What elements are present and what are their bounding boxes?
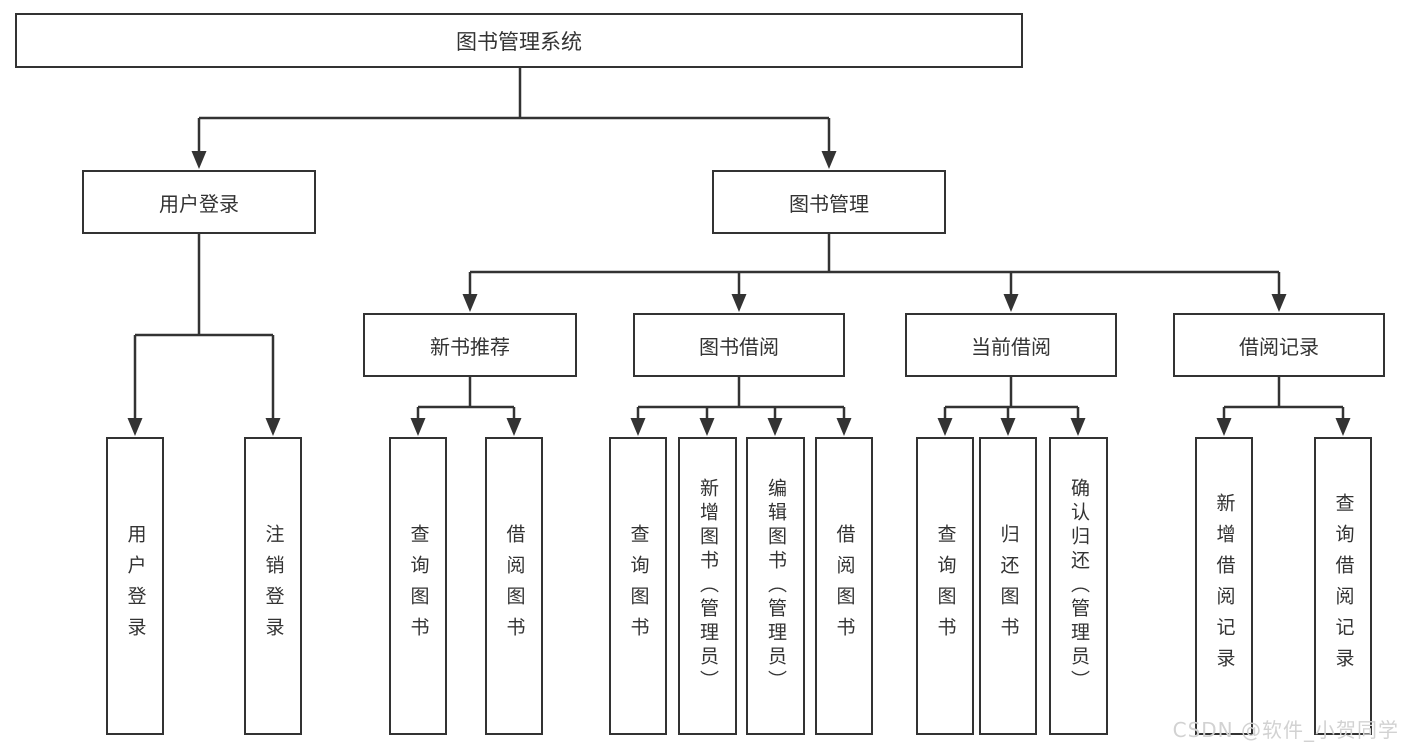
leaf-borrow-book: 借阅图书 — [485, 437, 543, 735]
arrowhead — [836, 418, 852, 436]
arrowhead — [265, 418, 281, 436]
arrowhead — [937, 418, 953, 436]
node-label: 查询图书 — [627, 524, 650, 648]
arrowhead — [1003, 294, 1019, 312]
node-label: 查询借阅记录 — [1332, 493, 1355, 679]
node-label: 借阅图书 — [503, 524, 526, 648]
node-label: 图书管理 — [789, 191, 869, 216]
arrowhead — [821, 151, 837, 169]
node-label: 借阅记录 — [1239, 334, 1319, 359]
node-label: 查询图书 — [407, 524, 430, 648]
leaf-query-borrow-record: 查询借阅记录 — [1314, 437, 1372, 735]
leaf-borrow-book: 借阅图书 — [815, 437, 873, 735]
node-label: 图书管理系统 — [456, 29, 582, 54]
node-label: 用户登录 — [159, 191, 239, 216]
node-label: 借阅图书 — [833, 524, 856, 648]
root-to-level2-lines — [197, 68, 831, 163]
leaf-user-login: 用户登录 — [106, 437, 164, 735]
leaf-edit-book-admin: 编辑图书（管理员） — [746, 437, 805, 735]
arrowhead — [1271, 294, 1287, 312]
node-label: 归还图书 — [997, 524, 1020, 648]
node-new-book-recommend: 新书推荐 — [363, 313, 577, 377]
node-label: 编辑图书（管理员） — [765, 478, 787, 694]
node-book-management: 图书管理 — [712, 170, 946, 234]
arrowhead — [506, 418, 522, 436]
arrowhead — [767, 418, 783, 436]
node-label: 图书借阅 — [699, 334, 779, 359]
arrowhead — [191, 151, 207, 169]
arrowhead — [1070, 418, 1086, 436]
node-current-borrow: 当前借阅 — [905, 313, 1117, 377]
node-label: 新书推荐 — [430, 334, 510, 359]
arrowhead — [127, 418, 143, 436]
node-label: 新增图书（管理员） — [697, 478, 719, 694]
new-book-recommend-to-leaves-lines — [416, 377, 516, 430]
leaf-confirm-return-admin: 确认归还（管理员） — [1049, 437, 1108, 735]
leaf-query-book: 查询图书 — [916, 437, 974, 735]
borrow-records-to-leaves-lines — [1222, 377, 1345, 430]
arrowhead — [1335, 418, 1351, 436]
arrowhead — [630, 418, 646, 436]
book-borrow-to-leaves-lines — [636, 377, 846, 430]
leaf-query-book: 查询图书 — [609, 437, 667, 735]
arrowhead — [699, 418, 715, 436]
node-label: 确认归还（管理员） — [1068, 478, 1090, 694]
csdn-watermark: CSDN @软件_小贺同学 — [1172, 718, 1399, 742]
node-root-library-system: 图书管理系统 — [15, 13, 1023, 68]
node-label: 当前借阅 — [971, 334, 1051, 359]
node-label: 用户登录 — [124, 524, 147, 648]
node-borrow-records: 借阅记录 — [1173, 313, 1385, 377]
leaf-logout: 注销登录 — [244, 437, 302, 735]
node-user-login: 用户登录 — [82, 170, 316, 234]
leaf-add-borrow-record: 新增借阅记录 — [1195, 437, 1253, 735]
book-management-to-level3-lines — [468, 234, 1281, 306]
node-book-borrow: 图书借阅 — [633, 313, 845, 377]
leaf-return-book: 归还图书 — [979, 437, 1037, 735]
arrowhead — [410, 418, 426, 436]
user-login-to-leaves-lines — [133, 234, 275, 430]
node-label: 注销登录 — [262, 524, 285, 648]
leaf-add-book-admin: 新增图书（管理员） — [678, 437, 737, 735]
arrowhead — [731, 294, 747, 312]
arrowhead — [1000, 418, 1016, 436]
arrowheads — [127, 151, 1351, 436]
leaf-query-book: 查询图书 — [389, 437, 447, 735]
node-label: 查询图书 — [934, 524, 957, 648]
node-label: 新增借阅记录 — [1213, 493, 1236, 679]
arrowhead — [1216, 418, 1232, 436]
connector-lines — [133, 68, 1345, 430]
arrowhead — [462, 294, 478, 312]
